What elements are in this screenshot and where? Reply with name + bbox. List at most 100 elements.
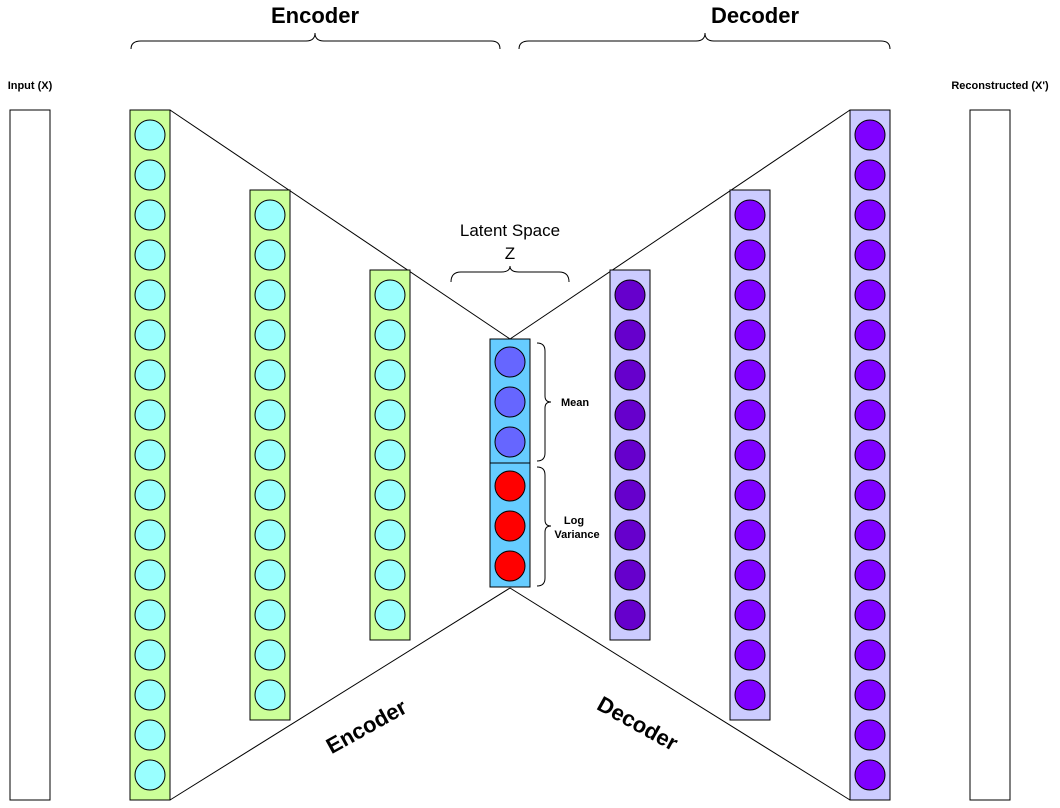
decoder-brace	[518, 32, 891, 50]
encoder-2-node	[254, 479, 286, 511]
encoder-top-line	[169, 109, 511, 340]
encoder-3-node	[374, 359, 406, 391]
input-box	[9, 109, 51, 801]
encoder-1-node	[134, 639, 166, 671]
decoder-1-node	[614, 319, 646, 351]
decoder-3-node	[854, 599, 886, 631]
decoder-3-node	[854, 559, 886, 591]
encoder-1-node	[134, 679, 166, 711]
decoder-2-node	[734, 319, 766, 351]
encoder-2-node	[254, 319, 286, 351]
encoder-2-node	[254, 439, 286, 471]
decoder-1-node	[614, 519, 646, 551]
latent-space-title: Latent Space	[460, 221, 560, 240]
input-label: Input (X)	[8, 80, 53, 92]
decoder-2-node	[734, 239, 766, 271]
decoder-2-node	[734, 359, 766, 391]
decoder-1-node	[614, 439, 646, 471]
decoder-1-node	[614, 359, 646, 391]
encoder-3-node	[374, 279, 406, 311]
decoder-3-node	[854, 719, 886, 751]
decoder-3-node	[854, 519, 886, 551]
latent-mean-node	[494, 386, 526, 418]
encoder-1-node	[134, 279, 166, 311]
encoder-3-node	[374, 479, 406, 511]
encoder-2-node	[254, 199, 286, 231]
decoder-bottom-line	[509, 587, 851, 801]
decoder-diagonal-label: Decoder	[593, 691, 682, 756]
encoder-3-node	[374, 319, 406, 351]
encoder-2-node	[254, 599, 286, 631]
decoder-3-node	[854, 319, 886, 351]
log-variance-brace	[536, 466, 552, 587]
encoder-1-node	[134, 439, 166, 471]
decoder-3-node	[854, 199, 886, 231]
decoder-3-node	[854, 479, 886, 511]
decoder-2-node	[734, 639, 766, 671]
encoder-1-node	[134, 559, 166, 591]
output-box	[969, 109, 1011, 801]
decoder-3-node	[854, 119, 886, 151]
encoder-diagonal-label: Encoder	[322, 694, 411, 759]
decoder-3-node	[854, 399, 886, 431]
decoder-2-node	[734, 479, 766, 511]
encoder-3-node	[374, 559, 406, 591]
decoder-3-node	[854, 359, 886, 391]
decoder-2-node	[734, 439, 766, 471]
decoder-2-node	[734, 399, 766, 431]
decoder-3-node	[854, 439, 886, 471]
mean-brace	[536, 342, 552, 462]
decoder-3-node	[854, 679, 886, 711]
encoder-1-node	[134, 199, 166, 231]
latent-space-brace	[450, 265, 570, 283]
log-variance-label-line1: Log	[564, 515, 584, 527]
encoder-1-node	[134, 719, 166, 751]
decoder-2-node	[734, 559, 766, 591]
decoder-1-node	[614, 279, 646, 311]
decoder-top-line	[509, 109, 851, 340]
log-variance-label-line2: Variance	[554, 529, 599, 541]
encoder-2-node	[254, 399, 286, 431]
decoder-2-node	[734, 519, 766, 551]
encoder-1-node	[134, 319, 166, 351]
encoder-bottom-line	[169, 587, 511, 801]
encoder-1-node	[134, 119, 166, 151]
mean-label: Mean	[561, 397, 589, 409]
decoder-heading: Decoder	[711, 3, 799, 28]
encoder-1-node	[134, 759, 166, 791]
encoder-1-node	[134, 399, 166, 431]
encoder-1-node	[134, 159, 166, 191]
encoder-1-node	[134, 359, 166, 391]
encoder-2-node	[254, 519, 286, 551]
encoder-2-node	[254, 279, 286, 311]
decoder-3-node	[854, 279, 886, 311]
latent-mean-node	[494, 346, 526, 378]
encoder-1-node	[134, 519, 166, 551]
encoder-2-node	[254, 239, 286, 271]
encoder-heading: Encoder	[271, 3, 359, 28]
latent-space-symbol: Z	[505, 244, 515, 263]
encoder-3-node	[374, 439, 406, 471]
decoder-2-node	[734, 599, 766, 631]
encoder-2-node	[254, 679, 286, 711]
decoder-3-node	[854, 759, 886, 791]
encoder-2-node	[254, 359, 286, 391]
decoder-1-node	[614, 599, 646, 631]
decoder-2-node	[734, 279, 766, 311]
latent-mean-node	[494, 426, 526, 458]
decoder-3-node	[854, 639, 886, 671]
decoder-1-node	[614, 479, 646, 511]
encoder-2-node	[254, 559, 286, 591]
encoder-3-node	[374, 599, 406, 631]
encoder-brace	[130, 32, 501, 50]
decoder-3-node	[854, 159, 886, 191]
decoder-2-node	[734, 199, 766, 231]
network-layers	[129, 109, 891, 801]
latent-log-variance-node	[494, 470, 526, 502]
encoder-1-node	[134, 599, 166, 631]
encoder-1-node	[134, 239, 166, 271]
latent-log-variance-node	[494, 550, 526, 582]
decoder-3-node	[854, 239, 886, 271]
decoder-1-node	[614, 399, 646, 431]
